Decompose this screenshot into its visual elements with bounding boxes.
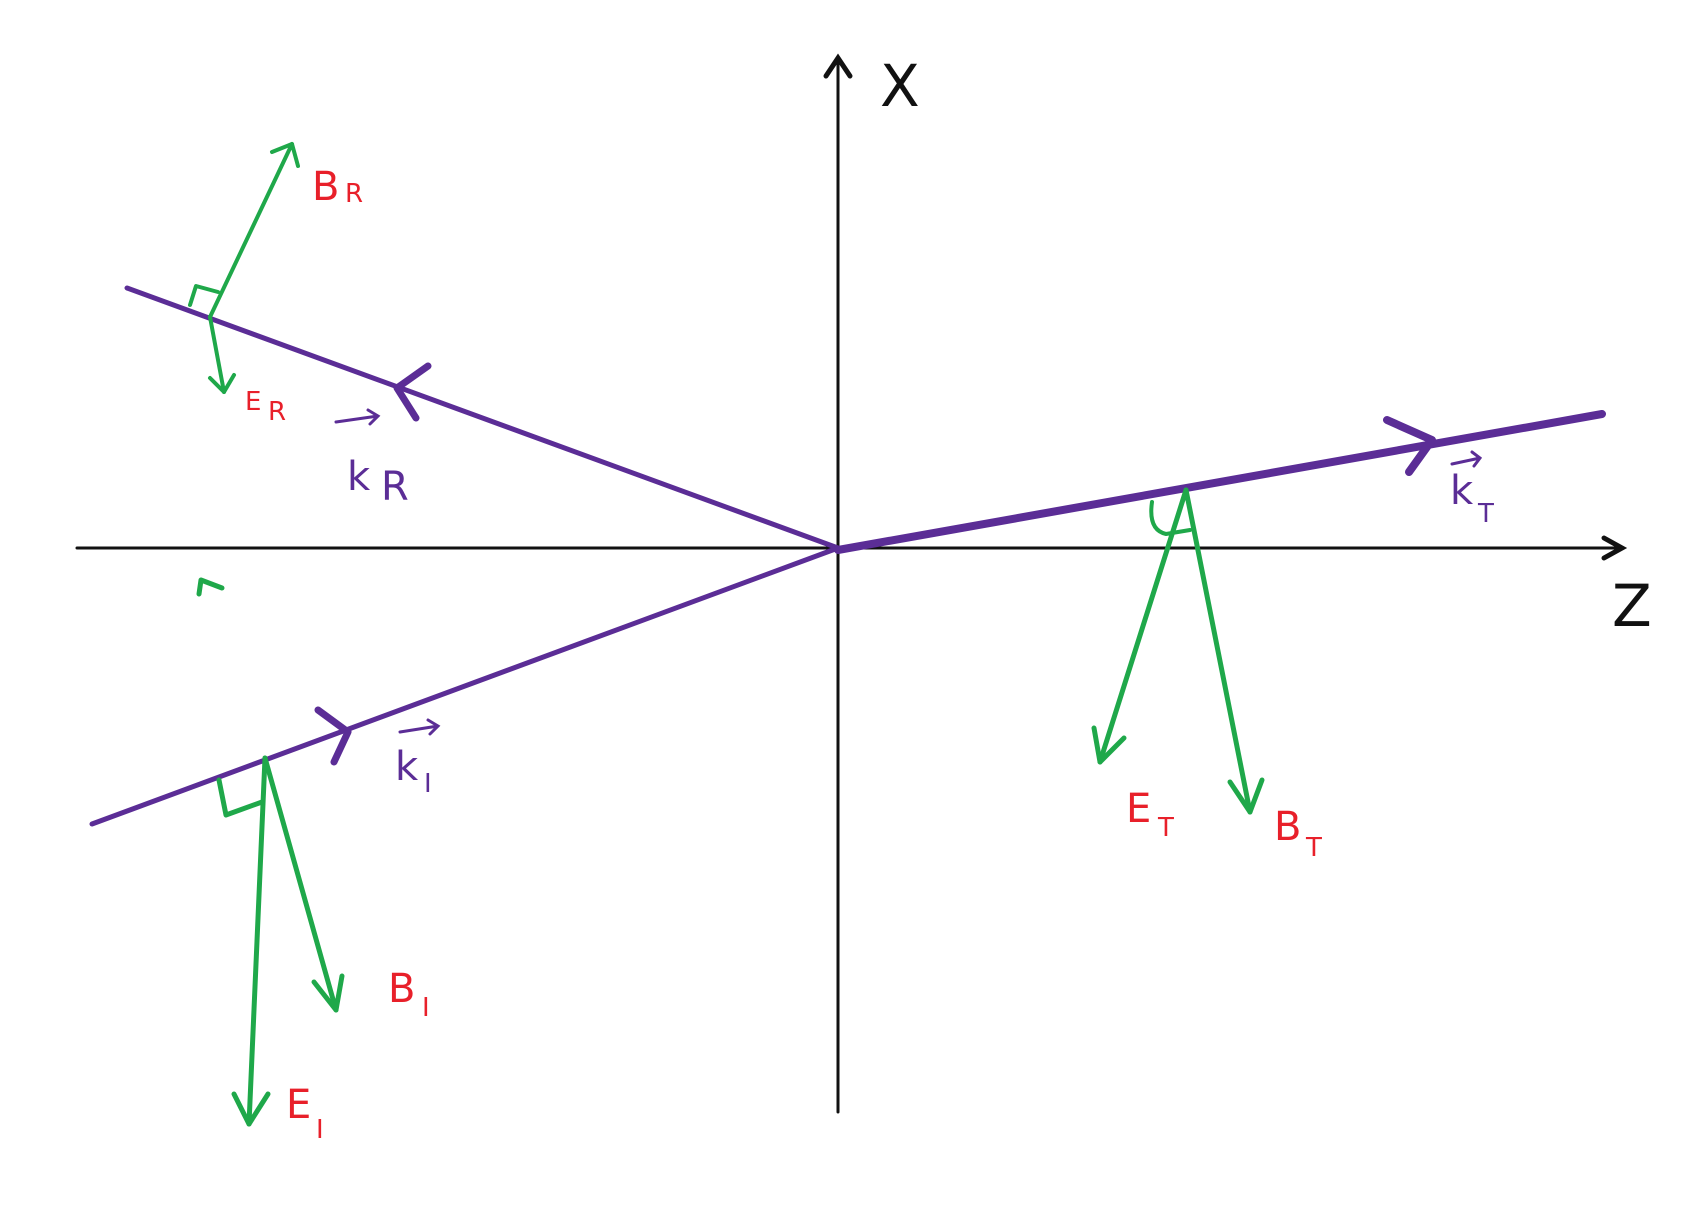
axes <box>75 53 1628 1114</box>
b-reflected-arrowhead <box>270 142 300 168</box>
e-transmitted-vector <box>1097 487 1189 765</box>
b-transmitted-symbol: B <box>1274 804 1301 850</box>
e-incident-vector <box>246 755 268 1127</box>
horizontal-axis-label: Z <box>1612 572 1652 640</box>
reflected-ray-arrowhead <box>393 362 432 422</box>
reflected-ray-line <box>124 285 841 551</box>
field-labels: B R E R B I E I E T B T <box>245 164 1322 1145</box>
e-reflected-vector <box>208 315 226 394</box>
stray-green-mark <box>196 577 225 597</box>
incident-ray-arrowhead <box>314 706 352 766</box>
b-transmitted-arrowhead <box>1227 777 1265 815</box>
k-transmitted-subscript: T <box>1477 499 1494 529</box>
e-transmitted-subscript: T <box>1157 813 1174 843</box>
e-reflected-arrowhead <box>208 373 236 394</box>
transmitted-ray-line <box>834 410 1606 554</box>
wave-vector-labels: k R k I k T <box>334 408 1494 799</box>
transmitted-ray-arrowhead <box>1383 416 1436 476</box>
vertical-axis-arrowhead <box>823 53 853 79</box>
e-transmitted-arrowhead <box>1091 725 1127 765</box>
e-transmitted-symbol: E <box>1126 786 1151 832</box>
k-incident-subscript: I <box>424 769 432 799</box>
incident-ray-line <box>89 545 841 827</box>
reflected-right-angle-mark <box>188 284 220 307</box>
b-reflected-vector <box>208 142 294 319</box>
k-transmitted-arrow-icon <box>1450 450 1483 468</box>
k-reflected-symbol: k <box>347 454 371 500</box>
k-reflected-subscript: R <box>381 464 409 510</box>
reflected-ray <box>124 285 841 551</box>
transmitted-right-angle-mark <box>1149 500 1192 536</box>
b-reflected-subscript: R <box>345 179 363 209</box>
e-reflected-subscript: R <box>268 397 286 427</box>
b-incident-symbol: B <box>388 966 415 1012</box>
b-transmitted-vector <box>1183 487 1253 815</box>
k-transmitted-symbol: k <box>1450 468 1474 514</box>
k-reflected-arrow-icon <box>334 408 381 426</box>
b-transmitted-subscript: T <box>1305 833 1322 863</box>
e-reflected-symbol: E <box>245 387 261 417</box>
b-incident-vector <box>262 755 339 1013</box>
k-incident-arrow-icon <box>398 718 441 736</box>
field-vectors <box>188 142 1265 1127</box>
vertical-axis-label: X <box>880 52 920 120</box>
b-reflected-symbol: B <box>312 164 339 210</box>
b-incident-subscript: I <box>422 993 430 1023</box>
incident-ray <box>89 545 841 827</box>
e-incident-subscript: I <box>316 1115 324 1145</box>
e-incident-arrowhead <box>231 1091 271 1127</box>
b-incident-arrowhead <box>311 973 345 1013</box>
transmitted-ray <box>834 410 1606 554</box>
k-incident-symbol: k <box>395 744 419 790</box>
horizontal-axis-arrowhead <box>1601 535 1628 561</box>
incident-right-angle-mark <box>216 777 265 818</box>
e-incident-symbol: E <box>286 1082 311 1128</box>
